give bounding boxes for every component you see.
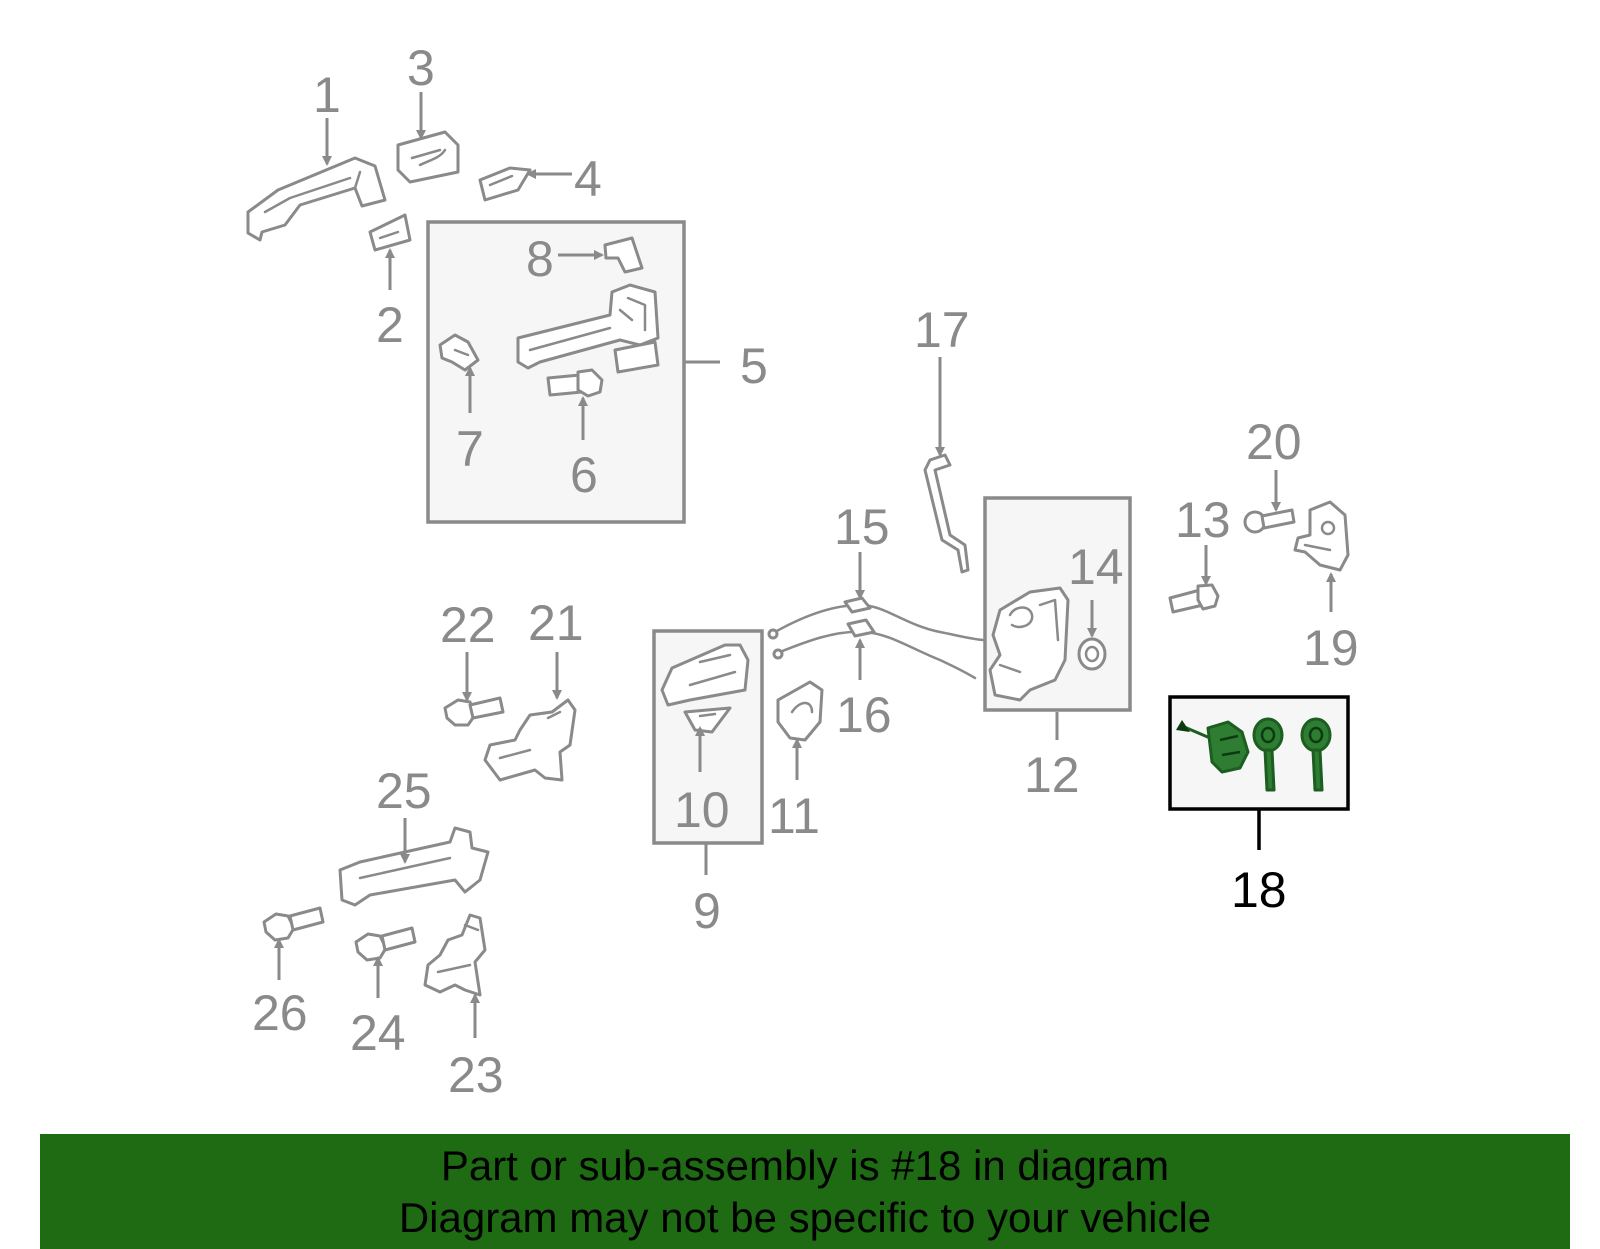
part-22-bolt[interactable]	[443, 696, 505, 727]
part-4-gasket[interactable]	[478, 166, 532, 202]
callout-5: 5	[740, 338, 768, 394]
callout-21: 21	[528, 595, 584, 651]
callout-1: 1	[313, 67, 341, 123]
callout-10: 10	[674, 782, 730, 838]
part-8-clip[interactable]	[603, 236, 644, 274]
part-6-bolt[interactable]	[546, 368, 604, 398]
part-20-screw[interactable]	[1243, 508, 1296, 534]
key-1	[1252, 717, 1284, 792]
part-17-rod[interactable]	[923, 453, 970, 574]
callout-18[interactable]: 18	[1231, 862, 1287, 918]
callout-11: 11	[768, 788, 820, 844]
part-23-lower-hinge[interactable]	[423, 913, 487, 997]
callout-3: 3	[407, 40, 435, 96]
callout-23: 23	[448, 1047, 504, 1103]
part-2-handle-pad[interactable]	[368, 213, 412, 252]
part-11-bracket[interactable]	[776, 680, 824, 742]
part-19-striker[interactable]	[1293, 500, 1350, 572]
banner-line-2: Diagram may not be specific to your vehi…	[398, 1193, 1212, 1241]
callout-6: 6	[570, 447, 598, 503]
part-24-bolt[interactable]	[354, 926, 417, 962]
part-15-cable[interactable]	[767, 596, 987, 642]
assembly-box-5	[426, 220, 686, 524]
part-14-grommet[interactable]	[1077, 637, 1107, 671]
callout-20: 20	[1246, 414, 1302, 470]
callout-7: 7	[456, 421, 484, 477]
part-18-lock-cylinder-set[interactable]	[1176, 717, 1332, 792]
callout-4: 4	[574, 151, 602, 207]
callout-19: 19	[1303, 620, 1359, 676]
callout-17: 17	[914, 302, 970, 358]
callout-15: 15	[834, 499, 890, 555]
part-12-door-latch[interactable]	[988, 586, 1070, 702]
part-3-cylinder-cover[interactable]	[396, 130, 460, 184]
part-5-handle-frame[interactable]	[516, 283, 660, 374]
callout-2: 2	[376, 297, 404, 353]
part-26-bolt[interactable]	[262, 906, 325, 942]
part-16-cable[interactable]	[772, 618, 977, 680]
callout-labels: 1 2 3 4 5 6 7 8 9 10 11 12 13 14 15 16 1…	[252, 40, 1359, 1103]
callout-9: 9	[693, 883, 721, 939]
callout-26: 26	[252, 985, 308, 1041]
banner-line-1: Part or sub-assembly is #18 in diagram	[440, 1141, 1170, 1189]
part-9-lock-actuator[interactable]	[660, 643, 750, 707]
part-1-outer-handle[interactable]	[246, 156, 387, 242]
part-25-door-check[interactable]	[338, 826, 490, 907]
key-2	[1300, 717, 1332, 792]
leader-lines	[274, 92, 1336, 1038]
callout-22: 22	[440, 597, 496, 653]
callout-14: 14	[1068, 539, 1124, 595]
info-banner: Part or sub-assembly is #18 in diagram D…	[40, 1134, 1570, 1249]
part-13-bolt[interactable]	[1168, 583, 1220, 614]
callout-16: 16	[836, 687, 892, 743]
callout-25: 25	[376, 763, 432, 819]
callout-24: 24	[350, 1005, 406, 1061]
callout-13: 13	[1175, 492, 1231, 548]
callout-8: 8	[526, 231, 554, 287]
part-7-clip[interactable]	[438, 333, 480, 372]
part-21-upper-hinge[interactable]	[483, 698, 577, 782]
callout-12: 12	[1024, 747, 1080, 803]
